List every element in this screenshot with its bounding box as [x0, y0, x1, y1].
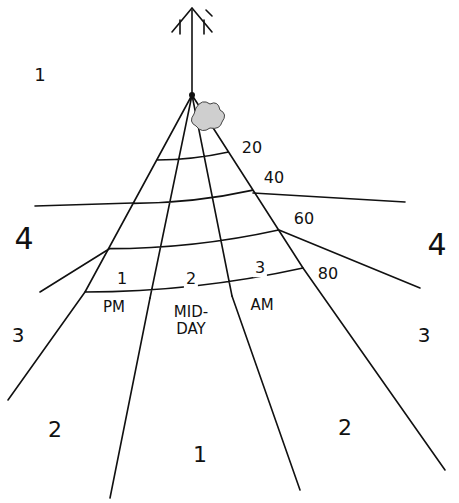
- time-label: PM: [101, 299, 127, 316]
- region-number: 4: [12, 222, 35, 255]
- cell-number: 1: [115, 270, 129, 288]
- region-number: 4: [425, 228, 448, 261]
- sector-line: [40, 249, 109, 292]
- cell-number: 2: [184, 270, 198, 288]
- time-label: MID- DAY: [166, 304, 216, 337]
- region-number: 1: [32, 65, 47, 85]
- altitude-mark: 40: [262, 169, 286, 187]
- arrow-marks: [180, 10, 212, 34]
- fan-grid: [85, 95, 303, 298]
- sector-line: [232, 296, 300, 490]
- altitude-mark: 60: [292, 210, 316, 228]
- region-number: 2: [336, 416, 354, 440]
- altitude-mark: 20: [240, 139, 264, 157]
- region-number: 1: [191, 443, 209, 467]
- altitude-mark: 80: [316, 265, 340, 283]
- sector-line: [303, 268, 445, 470]
- sector-line: [110, 298, 150, 498]
- horizon-line: [253, 193, 405, 202]
- cloud-scribble: [191, 102, 224, 131]
- region-number: 3: [10, 324, 27, 346]
- region-number: 2: [46, 418, 64, 442]
- apex-dot: [189, 92, 195, 98]
- sketch-lines: [8, 8, 445, 498]
- region-number: 3: [416, 324, 433, 346]
- cell-number: 3: [253, 259, 267, 277]
- mast-line: [191, 10, 193, 95]
- sector-line: [8, 292, 85, 400]
- time-label: AM: [248, 297, 275, 314]
- sector-line: [279, 230, 420, 288]
- horizon-line: [35, 203, 133, 206]
